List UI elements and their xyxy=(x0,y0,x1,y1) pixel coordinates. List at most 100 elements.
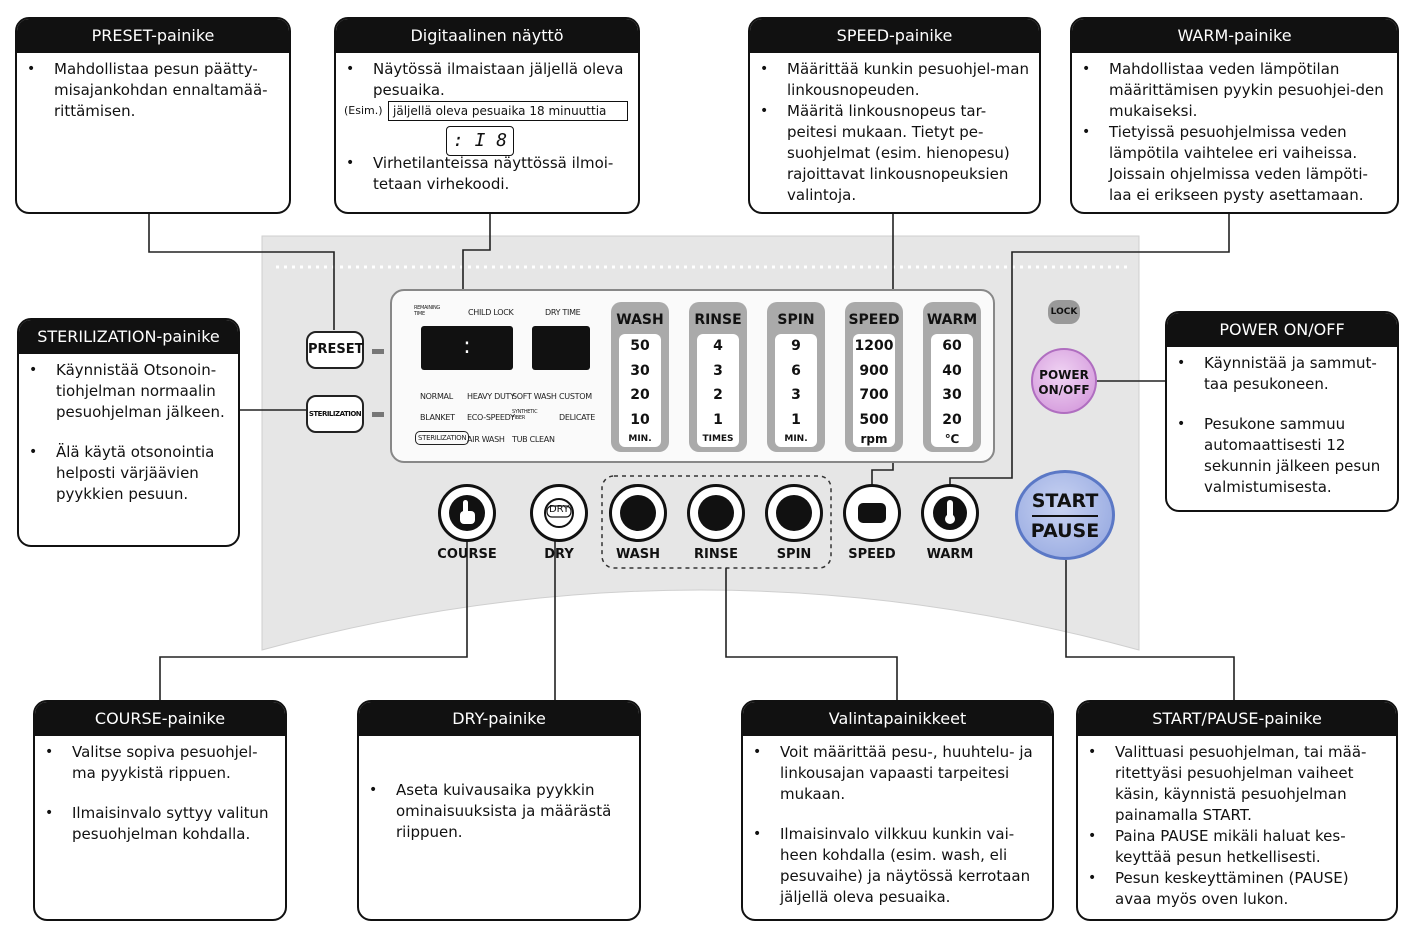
callout-dry: DRY-painike Aseta kuivausaika pyykkin om… xyxy=(357,700,641,921)
course-sterilization: STERILIZATION xyxy=(415,431,470,445)
rinse-value: 4 xyxy=(713,338,723,354)
display-example: (Esim.) jäljellä oleva pesuaika 18 minuu… xyxy=(336,101,638,156)
course-blanket: BLANKET xyxy=(420,413,455,422)
spin-value: 6 xyxy=(791,362,801,379)
dry-button[interactable]: DRY xyxy=(530,484,588,542)
dry-icon xyxy=(544,498,574,528)
dry-icon-text: DRY xyxy=(548,504,570,515)
course-delicate: DELICATE xyxy=(559,413,596,422)
speed-unit: rpm xyxy=(860,432,888,446)
callout-item: Älä käytä otsonointia helposti värjäävie… xyxy=(29,442,230,505)
column-spin: SPIN 9 6 3 1 MIN. xyxy=(767,302,825,452)
callout-item: Määrittää kunkin pesuohjel-man linkousno… xyxy=(760,59,1031,101)
callout-course: COURSE-painike Valitse sopiva pesuohjel-… xyxy=(33,700,287,921)
column-warm: WARM 60 40 30 20 ℃ xyxy=(923,302,981,452)
callout-item: Voit määrittää pesu-, huuhtelu- ja linko… xyxy=(753,742,1044,805)
wash-button[interactable] xyxy=(609,484,667,542)
warm-value: 60 xyxy=(942,338,962,354)
spin-icon xyxy=(776,495,812,531)
callout-item: Käynnistää ja sammut-taa pesukoneen. xyxy=(1177,353,1389,395)
course-normal: NORMAL xyxy=(420,392,453,401)
warm-value: 30 xyxy=(942,387,962,403)
connector-preset xyxy=(148,214,335,330)
warm-button[interactable] xyxy=(921,484,979,542)
callout-power: POWER ON/OFF Käynnistää ja sammut-taa pe… xyxy=(1165,311,1399,512)
wash-label: WASH xyxy=(615,547,661,562)
callout-course-title: COURSE-painike xyxy=(35,702,285,736)
callout-item: Ilmaisinvalo syttyy valitun pesuohjelman… xyxy=(45,803,277,845)
column-rinse: RINSE 4 3 2 1 TIMES xyxy=(689,302,747,452)
callout-item: Mahdollistaa pesun päätty-misajankohdan … xyxy=(27,59,281,122)
callout-start: START/PAUSE-painike Valittuasi pesuohjel… xyxy=(1076,700,1398,921)
rinse-unit: TIMES xyxy=(702,434,734,444)
spin-unit: MIN. xyxy=(784,434,808,444)
rinse-value: 2 xyxy=(713,387,723,403)
dry-label: DRY xyxy=(544,547,574,562)
course-synthetic-fiber: SYNTHETIC FIBER xyxy=(512,409,538,421)
course-air-wash: AIR WASH xyxy=(467,435,505,444)
thermometer-icon xyxy=(933,496,967,530)
rinse-icon xyxy=(698,495,734,531)
callout-dry-title: DRY-painike xyxy=(359,702,639,736)
power-button[interactable]: POWER ON/OFF xyxy=(1031,348,1097,414)
callout-power-title: POWER ON/OFF xyxy=(1167,313,1397,347)
wash-unit: MIN. xyxy=(628,434,652,444)
rinse-label: RINSE xyxy=(694,547,738,562)
speed-button[interactable] xyxy=(843,484,901,542)
rinse-button[interactable] xyxy=(687,484,745,542)
callout-select: Valintapainikkeet Voit määrittää pesu-, … xyxy=(741,700,1054,921)
connector-start xyxy=(1065,560,1235,700)
speed-value: 500 xyxy=(859,411,889,428)
warm-value: 40 xyxy=(942,362,962,379)
connector-warm xyxy=(949,214,1230,490)
start-pause-button[interactable]: START PAUSE xyxy=(1015,470,1115,560)
callout-item: Ilmaisinvalo vilkkuu kunkin vai-heen koh… xyxy=(753,824,1044,908)
wash-value: 10 xyxy=(630,411,650,428)
example-label: (Esim.) xyxy=(344,104,383,117)
column-spin-title: SPIN xyxy=(777,312,815,328)
course-label: COURSE xyxy=(437,547,497,562)
callout-start-title: START/PAUSE-painike xyxy=(1078,702,1396,736)
lock-indicator: LOCK xyxy=(1048,300,1080,324)
course-button[interactable] xyxy=(438,484,496,542)
callout-item: Käynnistää Otsonoin-tiohjelman normaalin… xyxy=(29,360,230,423)
callout-item: Valitse sopiva pesuohjel-ma pyykistä rip… xyxy=(45,742,277,784)
callout-item: Näytössä ilmaistaan jäljellä oleva pesua… xyxy=(346,59,630,101)
wash-value: 30 xyxy=(630,362,650,379)
callout-display: Digitaalinen näyttö Näytössä ilmaistaan … xyxy=(334,17,640,214)
callout-warm-title: WARM-painike xyxy=(1072,19,1397,53)
selection-group-outline xyxy=(601,475,832,569)
callout-speed-title: SPEED-painike xyxy=(750,19,1039,53)
callout-item: Pesun keskeyttäminen (PAUSE) avaa myös o… xyxy=(1088,868,1388,910)
spin-button[interactable] xyxy=(765,484,823,542)
course-eco-speedy: ECO-SPEEDY xyxy=(467,413,515,422)
dry-time-digit-display xyxy=(532,326,590,370)
callout-sterilization: STERILIZATION-painike Käynnistää Otsonoi… xyxy=(17,318,240,547)
child-lock-label: CHILD LOCK xyxy=(468,308,514,317)
callout-warm: WARM-painike Mahdollistaa veden lämpötil… xyxy=(1070,17,1399,214)
callout-select-title: Valintapainikkeet xyxy=(743,702,1052,736)
start-pause-divider xyxy=(1032,515,1098,517)
sterilization-indicator xyxy=(372,412,384,417)
sterilization-button[interactable]: STERILIZATION xyxy=(306,395,364,433)
column-warm-title: WARM xyxy=(926,312,978,328)
column-wash-title: WASH xyxy=(616,312,664,328)
callout-item: Määritä linkousnopeus tar-peitesi mukaan… xyxy=(760,101,1031,206)
remaining-time-label: REMAINING TIME xyxy=(414,305,440,317)
warm-label: WARM xyxy=(926,547,974,562)
speed-value: 700 xyxy=(859,387,889,403)
spin-value: 3 xyxy=(791,387,801,403)
speed-value: 900 xyxy=(859,362,889,379)
column-wash: WASH 50 30 20 10 MIN. xyxy=(611,302,669,452)
column-speed-title: SPEED xyxy=(848,312,900,328)
preset-button[interactable]: PRESET xyxy=(306,331,364,369)
connector-select xyxy=(725,568,898,700)
callout-item: Aseta kuivausaika pyykkin ominaisuuksist… xyxy=(369,780,631,843)
column-rinse-title: RINSE xyxy=(694,312,742,328)
hand-pointer-icon xyxy=(449,495,485,531)
callout-item: Virhetilanteissa näyttössä ilmoi-tetaan … xyxy=(346,153,630,195)
wash-value: 50 xyxy=(630,338,650,354)
speed-icon xyxy=(858,503,886,523)
callout-item: Valittuasi pesuohjelman, tai mää-ritetty… xyxy=(1088,742,1388,826)
rinse-value: 3 xyxy=(713,362,723,379)
